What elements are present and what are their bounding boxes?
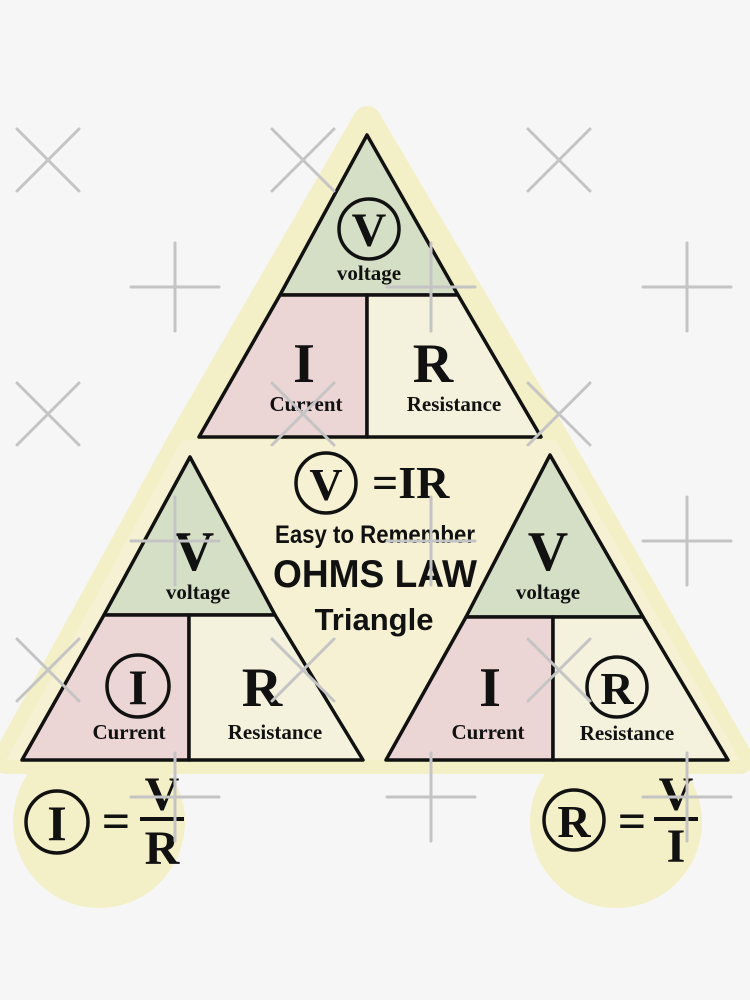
- center-formula-symbol: V: [309, 459, 342, 510]
- left-voltage-symbol: V: [174, 521, 214, 583]
- center-line-2: OHMS LAW: [273, 553, 477, 596]
- center-line-3: Triangle: [315, 602, 434, 637]
- left-formula-subject: I: [47, 795, 66, 851]
- right-voltage-symbol: V: [528, 521, 568, 583]
- top-resistance-label: Resistance: [407, 392, 501, 416]
- right-resistance-cell: [551, 615, 730, 762]
- left-formula-ring: [24, 789, 90, 855]
- right-resistance-label: Resistance: [580, 721, 674, 745]
- left-voltage-label: voltage: [166, 580, 230, 604]
- right-current-label: Current: [451, 720, 524, 744]
- right-formula-denominator: I: [667, 820, 686, 873]
- left-resistance-cell: [187, 613, 365, 762]
- top-triangle: V voltage I Current R Resistance: [197, 133, 543, 439]
- left-triangle: V voltage I Current R Resistance: [20, 455, 365, 762]
- left-resistance-symbol: R: [242, 657, 283, 719]
- top-resistance-symbol: R: [413, 333, 454, 395]
- right-formula-subject: R: [557, 796, 591, 847]
- center-formula-ring: [294, 451, 358, 515]
- right-triangle: V voltage I Current R Resistance: [384, 453, 730, 762]
- center-line-1: Easy to Remember: [275, 521, 475, 549]
- center-text: V =IR Easy to Remember OHMS LAW Triangle: [273, 451, 477, 637]
- left-current-symbol: I: [128, 659, 147, 715]
- right-formula-equals: =: [618, 793, 647, 849]
- top-voltage-ring: [337, 197, 401, 261]
- right-resistance-symbol: R: [600, 663, 634, 714]
- right-voltage-label: voltage: [516, 580, 580, 604]
- top-current-symbol: I: [293, 333, 315, 395]
- top-voltage-label: voltage: [337, 261, 401, 285]
- left-resistance-label: Resistance: [228, 720, 322, 744]
- left-current-label: Current: [92, 720, 165, 744]
- right-formula-ring: [542, 788, 606, 852]
- top-voltage-symbol: V: [352, 204, 387, 257]
- right-current-symbol: I: [479, 657, 501, 719]
- center-formula-rest: =IR: [372, 457, 450, 508]
- watermark-pattern: [15, 127, 733, 843]
- right-resistance-ring: [585, 655, 649, 719]
- left-formula-equals: =: [102, 793, 131, 849]
- left-current-ring: [105, 653, 171, 719]
- top-resistance-cell: [365, 293, 543, 439]
